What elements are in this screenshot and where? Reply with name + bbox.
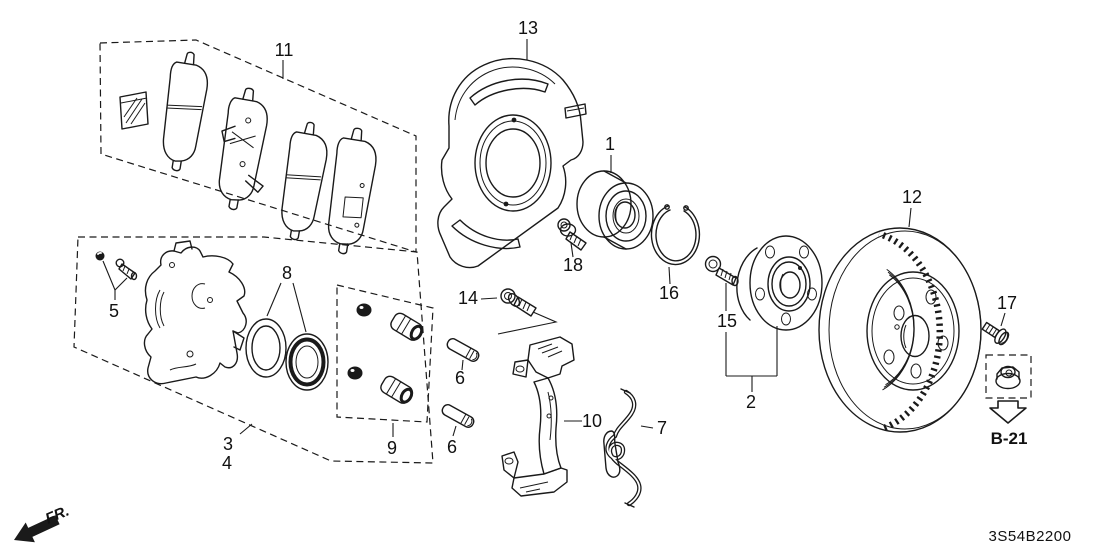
callout-18: 18 — [563, 242, 583, 275]
hub-assembly — [736, 235, 823, 331]
callout-6-lower: 6 — [447, 425, 457, 457]
snap-ring — [650, 204, 701, 266]
callout-10-label[interactable]: 10 — [582, 411, 602, 431]
brake-pad — [327, 127, 377, 255]
bolt-18 — [557, 218, 587, 251]
brake-pad — [281, 121, 328, 241]
caliper-bracket — [501, 336, 575, 497]
callout-2-label[interactable]: 2 — [746, 392, 756, 412]
callout-16: 16 — [659, 266, 679, 303]
caliper-pin — [441, 404, 475, 428]
reference-box — [985, 354, 1032, 399]
mount-bolt — [497, 288, 558, 335]
callout-6-upper: 6 — [455, 359, 465, 388]
caliper-pin — [446, 338, 480, 362]
callout-3-label[interactable]: 3 — [223, 434, 233, 454]
callout-8: 8 — [266, 263, 307, 333]
callout-9-label[interactable]: 9 — [387, 438, 397, 458]
callout-10: 10 — [564, 411, 602, 431]
callout-1-label[interactable]: 1 — [605, 134, 615, 154]
callout-6-label[interactable]: 6 — [455, 368, 465, 388]
callout-14-label[interactable]: 14 — [458, 288, 478, 308]
callout-5: 5 — [102, 260, 128, 321]
callout-12-label[interactable]: 12 — [902, 187, 922, 207]
flange-nut — [995, 365, 1021, 390]
callout-16-label[interactable]: 16 — [659, 283, 679, 303]
callout-8-label[interactable]: 8 — [282, 263, 292, 283]
brake-pad-kit-box — [99, 39, 417, 253]
callout-11-label[interactable]: 11 — [275, 40, 294, 60]
front-direction-arrow: FR. — [14, 503, 72, 543]
callout-7: 7 — [640, 418, 667, 438]
brake-pad — [218, 87, 268, 211]
reference-label[interactable]: B-21 — [991, 429, 1028, 448]
brake-pad — [162, 51, 209, 172]
callout-17: 17 — [997, 293, 1017, 327]
pin-boot-kit-box — [336, 284, 434, 423]
callout-15-label[interactable]: 15 — [717, 311, 737, 331]
bleeder-screw-set — [95, 251, 138, 281]
caliper-body — [143, 240, 247, 385]
caliper-kit-box — [73, 236, 434, 464]
diagram-code: 3S54B2200 — [989, 528, 1072, 545]
callout-1: 1 — [605, 134, 615, 173]
piston-seal — [245, 318, 287, 378]
callout-4-label[interactable]: 4 — [222, 453, 232, 473]
wheel-bearing — [576, 170, 654, 250]
front-direction-label: FR. — [43, 503, 72, 528]
callout-14: 14 — [458, 288, 498, 308]
callout-3-4: 3 4 — [222, 423, 253, 473]
callout-12: 12 — [902, 187, 922, 228]
callout-17-label[interactable]: 17 — [997, 293, 1017, 313]
callout-9: 9 — [387, 423, 397, 458]
wheel-stud — [704, 255, 739, 287]
reference-arrow-icon — [989, 400, 1027, 424]
callout-15-2: 15 2 — [717, 283, 778, 412]
callout-7-label[interactable]: 7 — [657, 418, 667, 438]
splash-guard — [437, 58, 587, 269]
brake-disc — [818, 227, 982, 433]
callout-13-label[interactable]: 13 — [518, 18, 538, 38]
callout-5-label[interactable]: 5 — [109, 301, 119, 321]
pin-boot-kit — [347, 303, 424, 404]
grease-packet — [119, 91, 149, 130]
pad-retainer-spring — [603, 388, 642, 508]
piston-boot — [285, 333, 329, 391]
callout-11: 11 — [275, 40, 294, 79]
callout-13: 13 — [518, 18, 538, 60]
disc-screw — [981, 321, 1010, 346]
callout-6-label[interactable]: 6 — [447, 437, 457, 457]
callout-18-label[interactable]: 18 — [563, 255, 583, 275]
